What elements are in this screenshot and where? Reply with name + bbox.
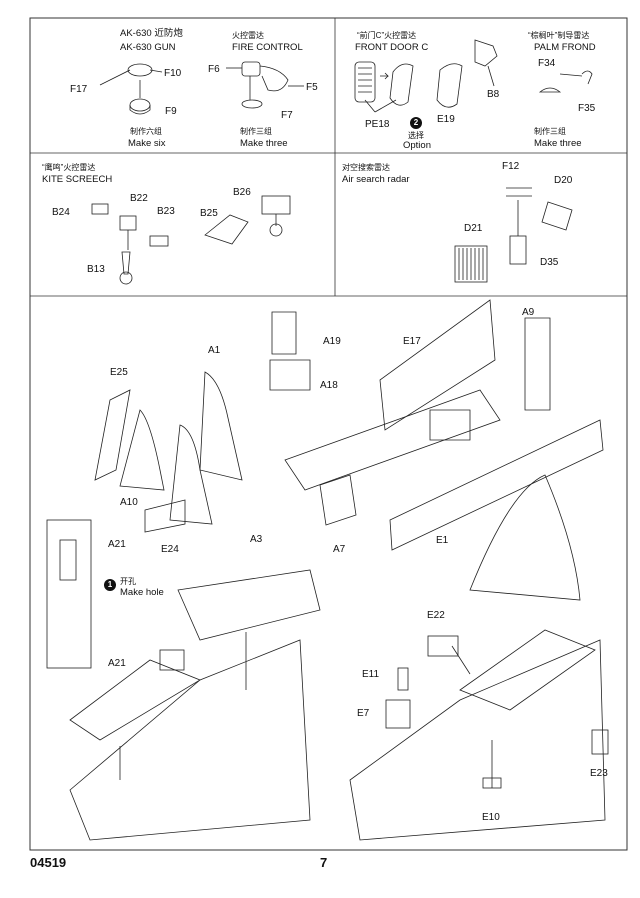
part-label: B26 bbox=[233, 187, 251, 198]
palm-frond-drawing bbox=[538, 70, 593, 93]
fire-control-title-cn: 火控雷达 bbox=[232, 31, 264, 40]
part-label: D20 bbox=[554, 175, 573, 186]
front-door-option-cn: 选择 bbox=[408, 131, 424, 140]
part-label: E10 bbox=[482, 812, 500, 823]
left-hull-drawing bbox=[46, 519, 321, 841]
part-label: F6 bbox=[208, 64, 220, 75]
make-hole-cn: 开孔 bbox=[120, 577, 136, 586]
part-label: A19 bbox=[323, 336, 341, 347]
ak630-title-en: AK-630 bbox=[120, 28, 152, 39]
part-label: D35 bbox=[540, 257, 559, 268]
page-frame bbox=[29, 17, 628, 851]
fire-control-title-en: FIRE CONTROL bbox=[232, 42, 303, 53]
option-mark-icon: 2 bbox=[410, 117, 422, 129]
ak630-title-cn: 近防炮 bbox=[154, 28, 183, 39]
fire-control-note-cn: 制作三组 bbox=[240, 127, 272, 136]
front-door-drawing bbox=[354, 39, 498, 113]
part-label: A21 bbox=[108, 539, 126, 550]
part-label: A10 bbox=[120, 497, 138, 508]
part-label: F9 bbox=[165, 106, 177, 117]
part-label: A21 bbox=[108, 658, 126, 669]
part-label: E23 bbox=[590, 768, 608, 779]
part-label: A9 bbox=[522, 307, 535, 318]
part-label: B22 bbox=[130, 193, 148, 204]
ak630-title: AK-630 近防炮 bbox=[120, 28, 183, 39]
part-label: E19 bbox=[437, 114, 455, 125]
air-search-title-cn: 对空搜索雷达 bbox=[342, 163, 390, 172]
page-number: 7 bbox=[320, 855, 328, 870]
part-label: F12 bbox=[502, 161, 520, 172]
part-label: F17 bbox=[70, 84, 88, 95]
part-label: F35 bbox=[578, 103, 596, 114]
part-label: A1 bbox=[208, 345, 221, 356]
fire-control-drawing bbox=[226, 61, 304, 109]
ak630-note-cn: 制作六组 bbox=[130, 127, 162, 136]
part-label: B13 bbox=[87, 264, 105, 275]
part-label: E24 bbox=[161, 544, 179, 555]
right-hull-drawing bbox=[349, 629, 609, 841]
part-label: E7 bbox=[357, 708, 370, 719]
part-label: E11 bbox=[362, 669, 380, 680]
palm-frond-note-cn: 制作三组 bbox=[534, 127, 566, 136]
part-label: B23 bbox=[157, 206, 175, 217]
part-label: F34 bbox=[538, 58, 556, 69]
make-hole-en: Make hole bbox=[120, 587, 164, 598]
ak630-title-en2: AK-630 GUN bbox=[120, 42, 176, 53]
palm-frond-title-en: PALM FROND bbox=[534, 42, 596, 53]
part-label: E25 bbox=[110, 367, 128, 378]
part-label: A3 bbox=[250, 534, 263, 545]
air-search-drawing bbox=[454, 187, 573, 283]
part-label: E1 bbox=[436, 535, 449, 546]
part-label: B25 bbox=[200, 208, 218, 219]
make-hole-mark-icon: 1 bbox=[104, 579, 116, 591]
fire-control-note-en: Make three bbox=[240, 138, 288, 149]
kite-screech-title-en: KITE SCREECH bbox=[42, 174, 113, 185]
front-door-title-en: FRONT DOOR C bbox=[355, 42, 429, 53]
palm-frond-title-cn: “棕榈叶”制导雷达 bbox=[528, 31, 590, 40]
part-label: A18 bbox=[320, 380, 338, 391]
part-label: B8 bbox=[487, 89, 500, 100]
part-label: A7 bbox=[333, 544, 346, 555]
part-label: F7 bbox=[281, 110, 293, 121]
front-door-title-cn: “前门C”火控雷达 bbox=[357, 31, 417, 40]
kite-screech-drawing bbox=[91, 195, 291, 285]
ak630-gun-drawing bbox=[99, 63, 163, 115]
ak630-note-en: Make six bbox=[128, 138, 166, 149]
part-label: E22 bbox=[427, 610, 445, 621]
front-door-option-en: Option bbox=[403, 140, 431, 151]
part-label: E17 bbox=[403, 336, 421, 347]
hull-walls-drawing bbox=[269, 299, 604, 551]
part-label: F10 bbox=[164, 68, 182, 79]
part-label: F5 bbox=[306, 82, 318, 93]
part-label: B24 bbox=[52, 207, 70, 218]
part-label: PE18 bbox=[365, 119, 390, 130]
mast-sections-drawing bbox=[94, 371, 581, 601]
palm-frond-note-en: Make three bbox=[534, 138, 582, 149]
kite-screech-title-cn: “鹰鸣”火控雷达 bbox=[42, 163, 96, 172]
air-search-title-en: Air search radar bbox=[342, 174, 410, 185]
catalog-number: 04519 bbox=[30, 855, 67, 870]
part-label: D21 bbox=[464, 223, 483, 234]
